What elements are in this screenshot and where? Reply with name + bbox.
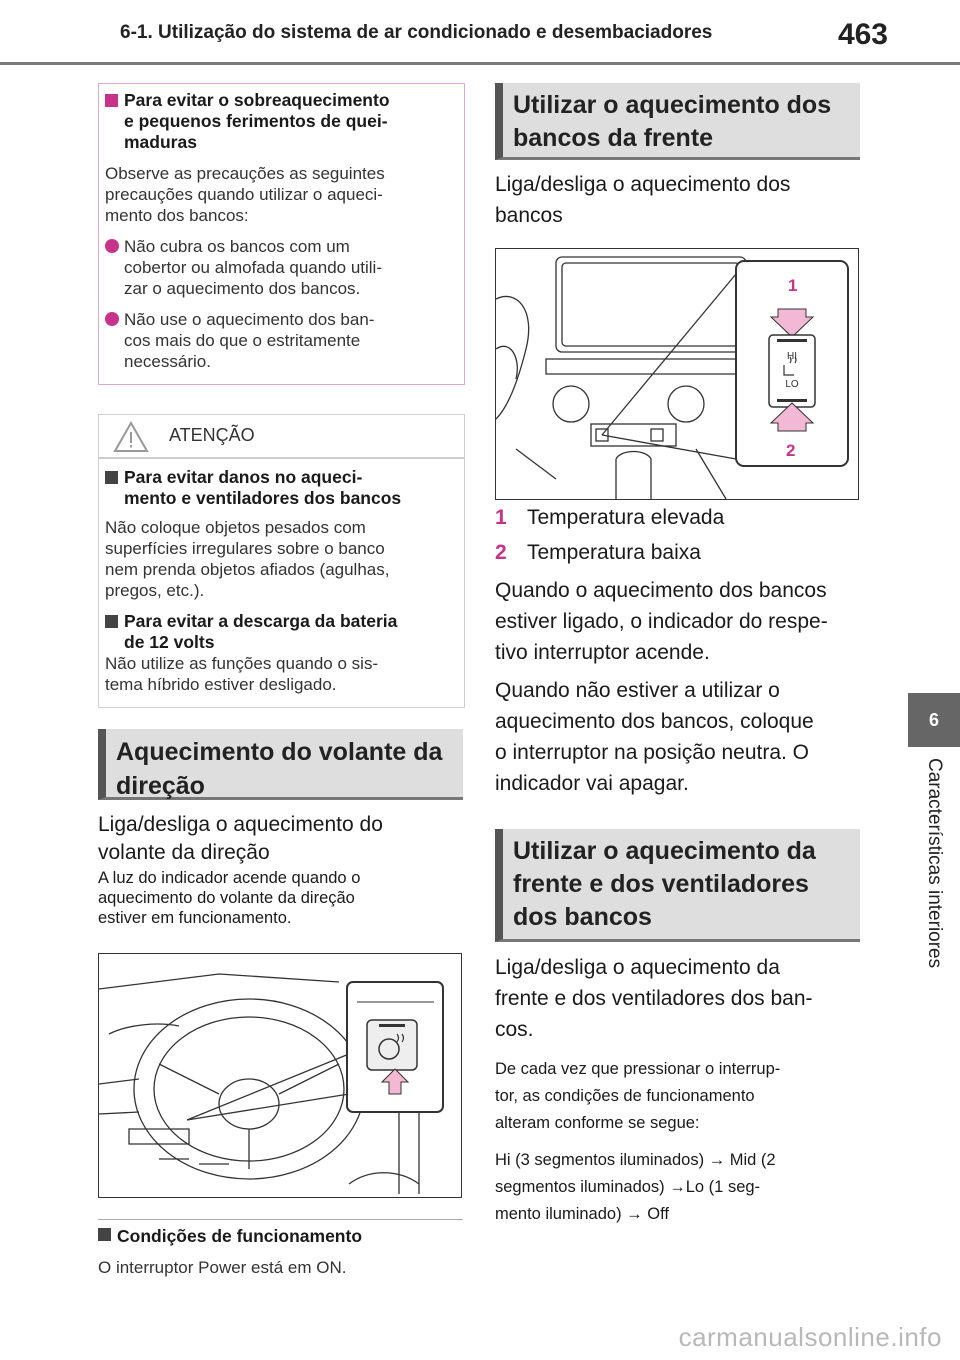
bullet-square-icon	[105, 94, 118, 107]
steering-heater-illustration	[99, 973, 444, 1194]
watermark: carmanualsonline.info	[678, 1322, 942, 1352]
bullet-dot-icon	[105, 312, 119, 326]
conditions-text: O interruptor Power está em ON.	[98, 1258, 347, 1277]
chapter-tab: 6	[908, 693, 960, 747]
callout-2-label: 2	[786, 441, 795, 460]
callout-1-label: 1	[788, 276, 797, 295]
ventilator-section-heading: Utilizar o aquecimento da frente e dos v…	[495, 829, 860, 942]
switch-hi-label: HI	[787, 351, 797, 362]
caution-box: Para evitar o sobreaquecimento e pequeno…	[98, 83, 465, 385]
notice-box: ATENÇÃO Para evitar danos no aqueci- men…	[98, 414, 465, 708]
page-number: 463	[837, 18, 888, 51]
notice-item1-title: Para evitar danos no aqueci- mento e ven…	[105, 467, 457, 509]
steering-heater-figure	[98, 953, 462, 1198]
conditions-title: Condições de funcionamento	[98, 1226, 463, 1247]
caution-intro: Observe as precauções as seguintes preca…	[105, 164, 385, 225]
steering-section-heading: Aquecimento do volante da direção	[98, 729, 463, 800]
bullet-square-icon	[98, 1228, 111, 1241]
front-seat-section-heading: Utilizar o aquecimento dos bancos da fre…	[495, 83, 860, 160]
ventilator-para1: De cada vez que pressionar o interrup- t…	[495, 1060, 781, 1132]
steering-note: A luz do indicador acende quando o aquec…	[98, 869, 361, 927]
section-header-title: 6-1. Utilização do sistema de ar condici…	[120, 22, 713, 43]
chapter-side-label-text: Características interiores	[924, 758, 945, 969]
notice-item2-title: Para evitar a descarga da bateria de 12 …	[105, 611, 457, 653]
bullet-square-icon	[105, 471, 118, 484]
header-rule	[0, 62, 960, 65]
caution-title: Para evitar o sobreaquecimento e pequeno…	[105, 90, 455, 153]
front-seat-lead: Liga/desliga o aquecimento dos bancos	[495, 173, 791, 227]
bullet-dot-icon	[105, 239, 119, 253]
notice-item1-body: Não coloque objetos pesados com superfíc…	[105, 518, 390, 600]
chapter-side-label: Características interiores	[909, 758, 959, 1058]
seat-heater-figure: 1 HI LO 2	[495, 248, 859, 500]
ventilator-para2: Hi (3 segmentos iluminados) → Mid (2 seg…	[495, 1151, 776, 1223]
caution-bullet-1: Não cubra os bancos com um cobertor ou a…	[105, 236, 455, 299]
front-seat-para1: Quando o aquecimento dos bancos estiver …	[495, 579, 828, 664]
front-seat-para2: Quando não estiver a utilizar o aquecime…	[495, 679, 814, 795]
warning-triangle-icon	[113, 421, 149, 452]
bullet-square-icon	[105, 615, 118, 628]
ventilator-lead: Liga/desliga o aquecimento da frente e d…	[495, 956, 813, 1041]
conditions-rule	[98, 1219, 463, 1220]
notice-item2-body: Não utilize as funções quando o sis- tem…	[105, 654, 379, 694]
notice-header-rule	[99, 457, 464, 459]
caution-bullet-2: Não use o aquecimento dos ban- cos mais …	[105, 309, 455, 372]
seat-heater-illustration: 1 HI LO 2	[496, 256, 849, 499]
steering-lead: Liga/desliga o aquecimento do volante da…	[98, 813, 383, 864]
switch-lo-label: LO	[785, 379, 799, 390]
notice-header: ATENÇÃO	[169, 425, 255, 445]
